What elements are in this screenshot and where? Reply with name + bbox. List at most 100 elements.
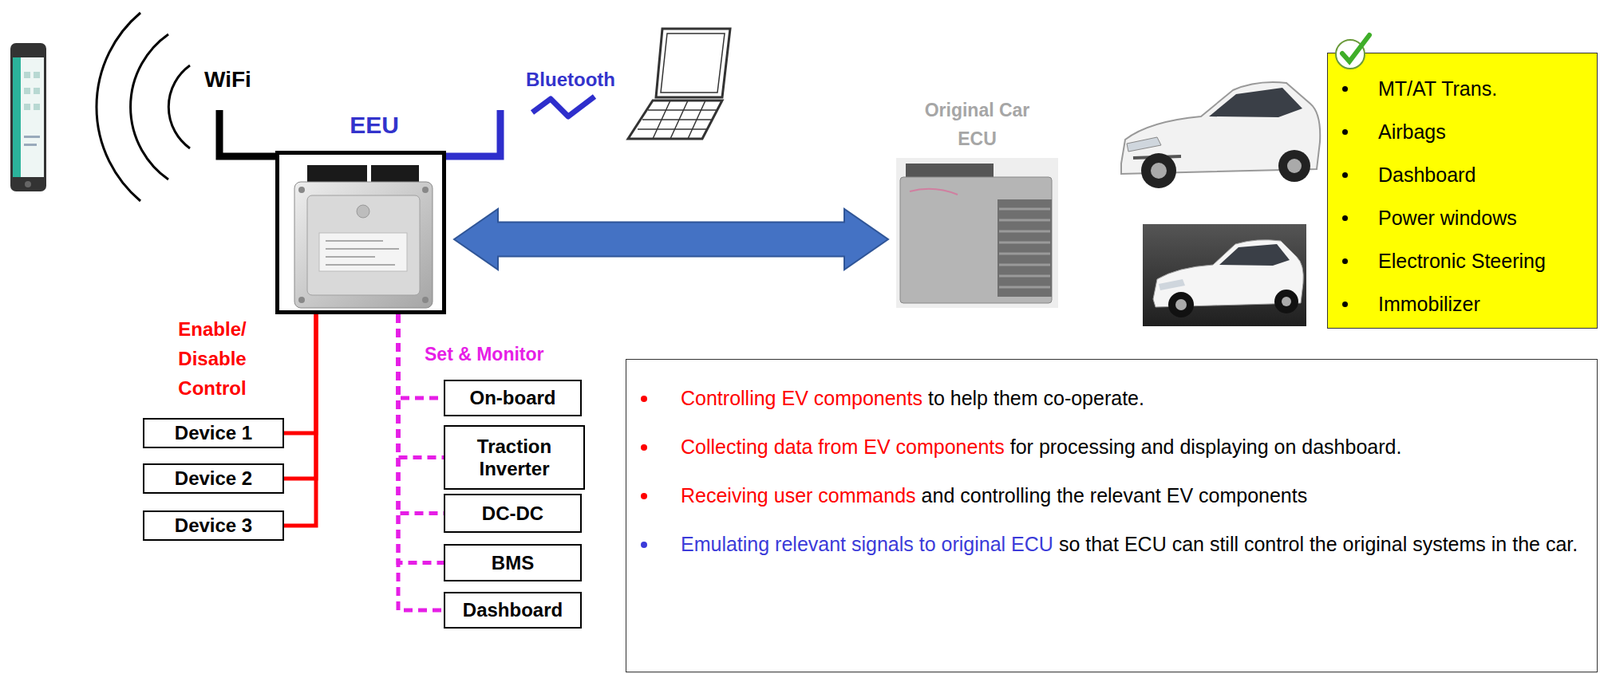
- wireless-label: Bluetooth: [525, 68, 616, 91]
- car-picture: [1168, 292, 1194, 318]
- box-label: Traction Inverter: [450, 435, 579, 481]
- list-item: Dashboard: [1378, 163, 1476, 187]
- laptop-icon: [652, 100, 671, 139]
- monitor-link: [398, 314, 444, 459]
- box-label: Dashboard: [462, 599, 563, 622]
- box-label: On-board: [470, 387, 557, 410]
- car-picture: [1158, 279, 1186, 291]
- note-text: for processing and displaying on dashboa…: [1010, 435, 1403, 459]
- phone-icon: [33, 71, 40, 79]
- eeu-module-picture: [325, 240, 384, 242]
- eeu-module-picture: [422, 296, 429, 304]
- component-box: Dashboard: [443, 592, 582, 629]
- car-picture: [1121, 82, 1320, 189]
- note-text: Controlling EV components: [680, 387, 923, 410]
- bullet-dot: [640, 444, 648, 451]
- note-text: to help them co-operate.: [928, 387, 1145, 410]
- car-picture: [1126, 137, 1162, 152]
- original-ecu-picture: [999, 241, 1051, 245]
- check-mark: [1342, 35, 1370, 62]
- device-box: Device 3: [142, 510, 285, 542]
- bullet-text: Controlling EV componentsto help them co…: [680, 383, 1145, 414]
- original-ecu-picture: [999, 264, 1051, 267]
- eeu-module-picture: [294, 181, 433, 309]
- original-ecu-picture: [896, 158, 1059, 309]
- list-row: Airbags: [1327, 110, 1597, 154]
- bullet-dot: [640, 493, 648, 500]
- eeu-module-picture: [325, 248, 400, 250]
- group-label: Enable/ Disable Control: [177, 314, 246, 403]
- original-ecu: Original Car ECU: [896, 158, 1059, 309]
- phone-icon: [23, 103, 31, 111]
- component-box: On-board: [443, 379, 582, 417]
- eeu-module-picture: [307, 195, 420, 296]
- bullet-dot: [1342, 86, 1348, 92]
- original-ecu-picture: [999, 286, 1051, 289]
- control-wire: [284, 314, 317, 434]
- node-heading: Original Car ECU: [913, 95, 1042, 154]
- list-item: Power windows: [1378, 206, 1518, 230]
- phone-icon: [10, 43, 47, 192]
- car-picture: [1142, 224, 1307, 327]
- eeu-unit: EEU: [275, 150, 447, 315]
- bullet-dot: [1342, 301, 1348, 308]
- original-ecu-picture: [896, 158, 1059, 309]
- wifi-arcs: [130, 34, 169, 180]
- car-picture: [1141, 153, 1177, 189]
- bullet-dot: [640, 395, 648, 403]
- original-ecu-picture: [999, 230, 1051, 234]
- wifi-arcs: [96, 12, 141, 202]
- component-box: DC-DC: [443, 493, 582, 534]
- phone-icon: [10, 43, 47, 192]
- wifi-arcs: [96, 12, 190, 202]
- laptop-icon: [642, 118, 713, 121]
- eeu-module-picture: [356, 205, 370, 218]
- original-ecu-picture: [999, 208, 1051, 211]
- bullet-line: Controlling EV componentsto help them co…: [640, 383, 1586, 414]
- car-picture: [1208, 87, 1303, 118]
- phone-icon: [33, 103, 40, 111]
- double-arrow: [454, 209, 889, 270]
- list-row: MT/AT Trans.: [1327, 67, 1597, 111]
- wifi-antenna: [219, 110, 277, 157]
- phone-icon: [23, 135, 40, 139]
- eeu-module-picture: [319, 233, 407, 272]
- control-wire: [284, 314, 317, 526]
- bullet-line: Emulating relevant signals to original E…: [640, 529, 1586, 560]
- group-label: Set & Monitor: [424, 343, 545, 366]
- bullet-dot: [1342, 215, 1348, 222]
- check-mark: [1332, 30, 1376, 74]
- box-label: DC-DC: [481, 502, 544, 526]
- bullet-line: Collecting data from EV componentsfor pr…: [640, 432, 1586, 463]
- feature-list: MT/AT Trans. AirbagsDashboardPower window…: [1327, 52, 1598, 329]
- phone-icon: [12, 57, 44, 178]
- list-item: MT/AT Trans.: [1378, 77, 1498, 101]
- car-picture: [1142, 224, 1307, 327]
- phone-icon: [23, 87, 31, 95]
- original-ecu-picture: [997, 199, 1052, 297]
- component-box: BMS: [443, 544, 582, 582]
- note-text: Receiving user commands: [680, 484, 917, 507]
- list-item: Airbags: [1378, 120, 1446, 144]
- node-heading: EEU: [279, 111, 443, 139]
- laptop-icon: [670, 100, 688, 139]
- list-item: Electronic Steering: [1378, 249, 1546, 273]
- laptop-icon: [655, 28, 731, 98]
- car-picture: [1287, 158, 1302, 174]
- note-text: Collecting data from EV components: [680, 435, 1005, 459]
- notes-box: Controlling EV componentsto help them co…: [625, 359, 1598, 673]
- eeu-module-picture: [325, 256, 376, 258]
- bullet-dot: [640, 541, 648, 549]
- device-box: Device 1: [142, 418, 285, 449]
- car-picture: [1150, 162, 1167, 179]
- laptop-icon: [637, 128, 708, 131]
- box-label: Device 1: [174, 422, 253, 445]
- eeu-module-picture: [298, 186, 305, 194]
- phone-icon: [12, 57, 21, 178]
- wifi-arcs: [168, 65, 190, 149]
- device-box: Device 2: [142, 463, 285, 494]
- list-item: Immobilizer: [1378, 292, 1481, 317]
- car-picture: [1278, 150, 1311, 182]
- list-row: Power windows: [1327, 196, 1597, 240]
